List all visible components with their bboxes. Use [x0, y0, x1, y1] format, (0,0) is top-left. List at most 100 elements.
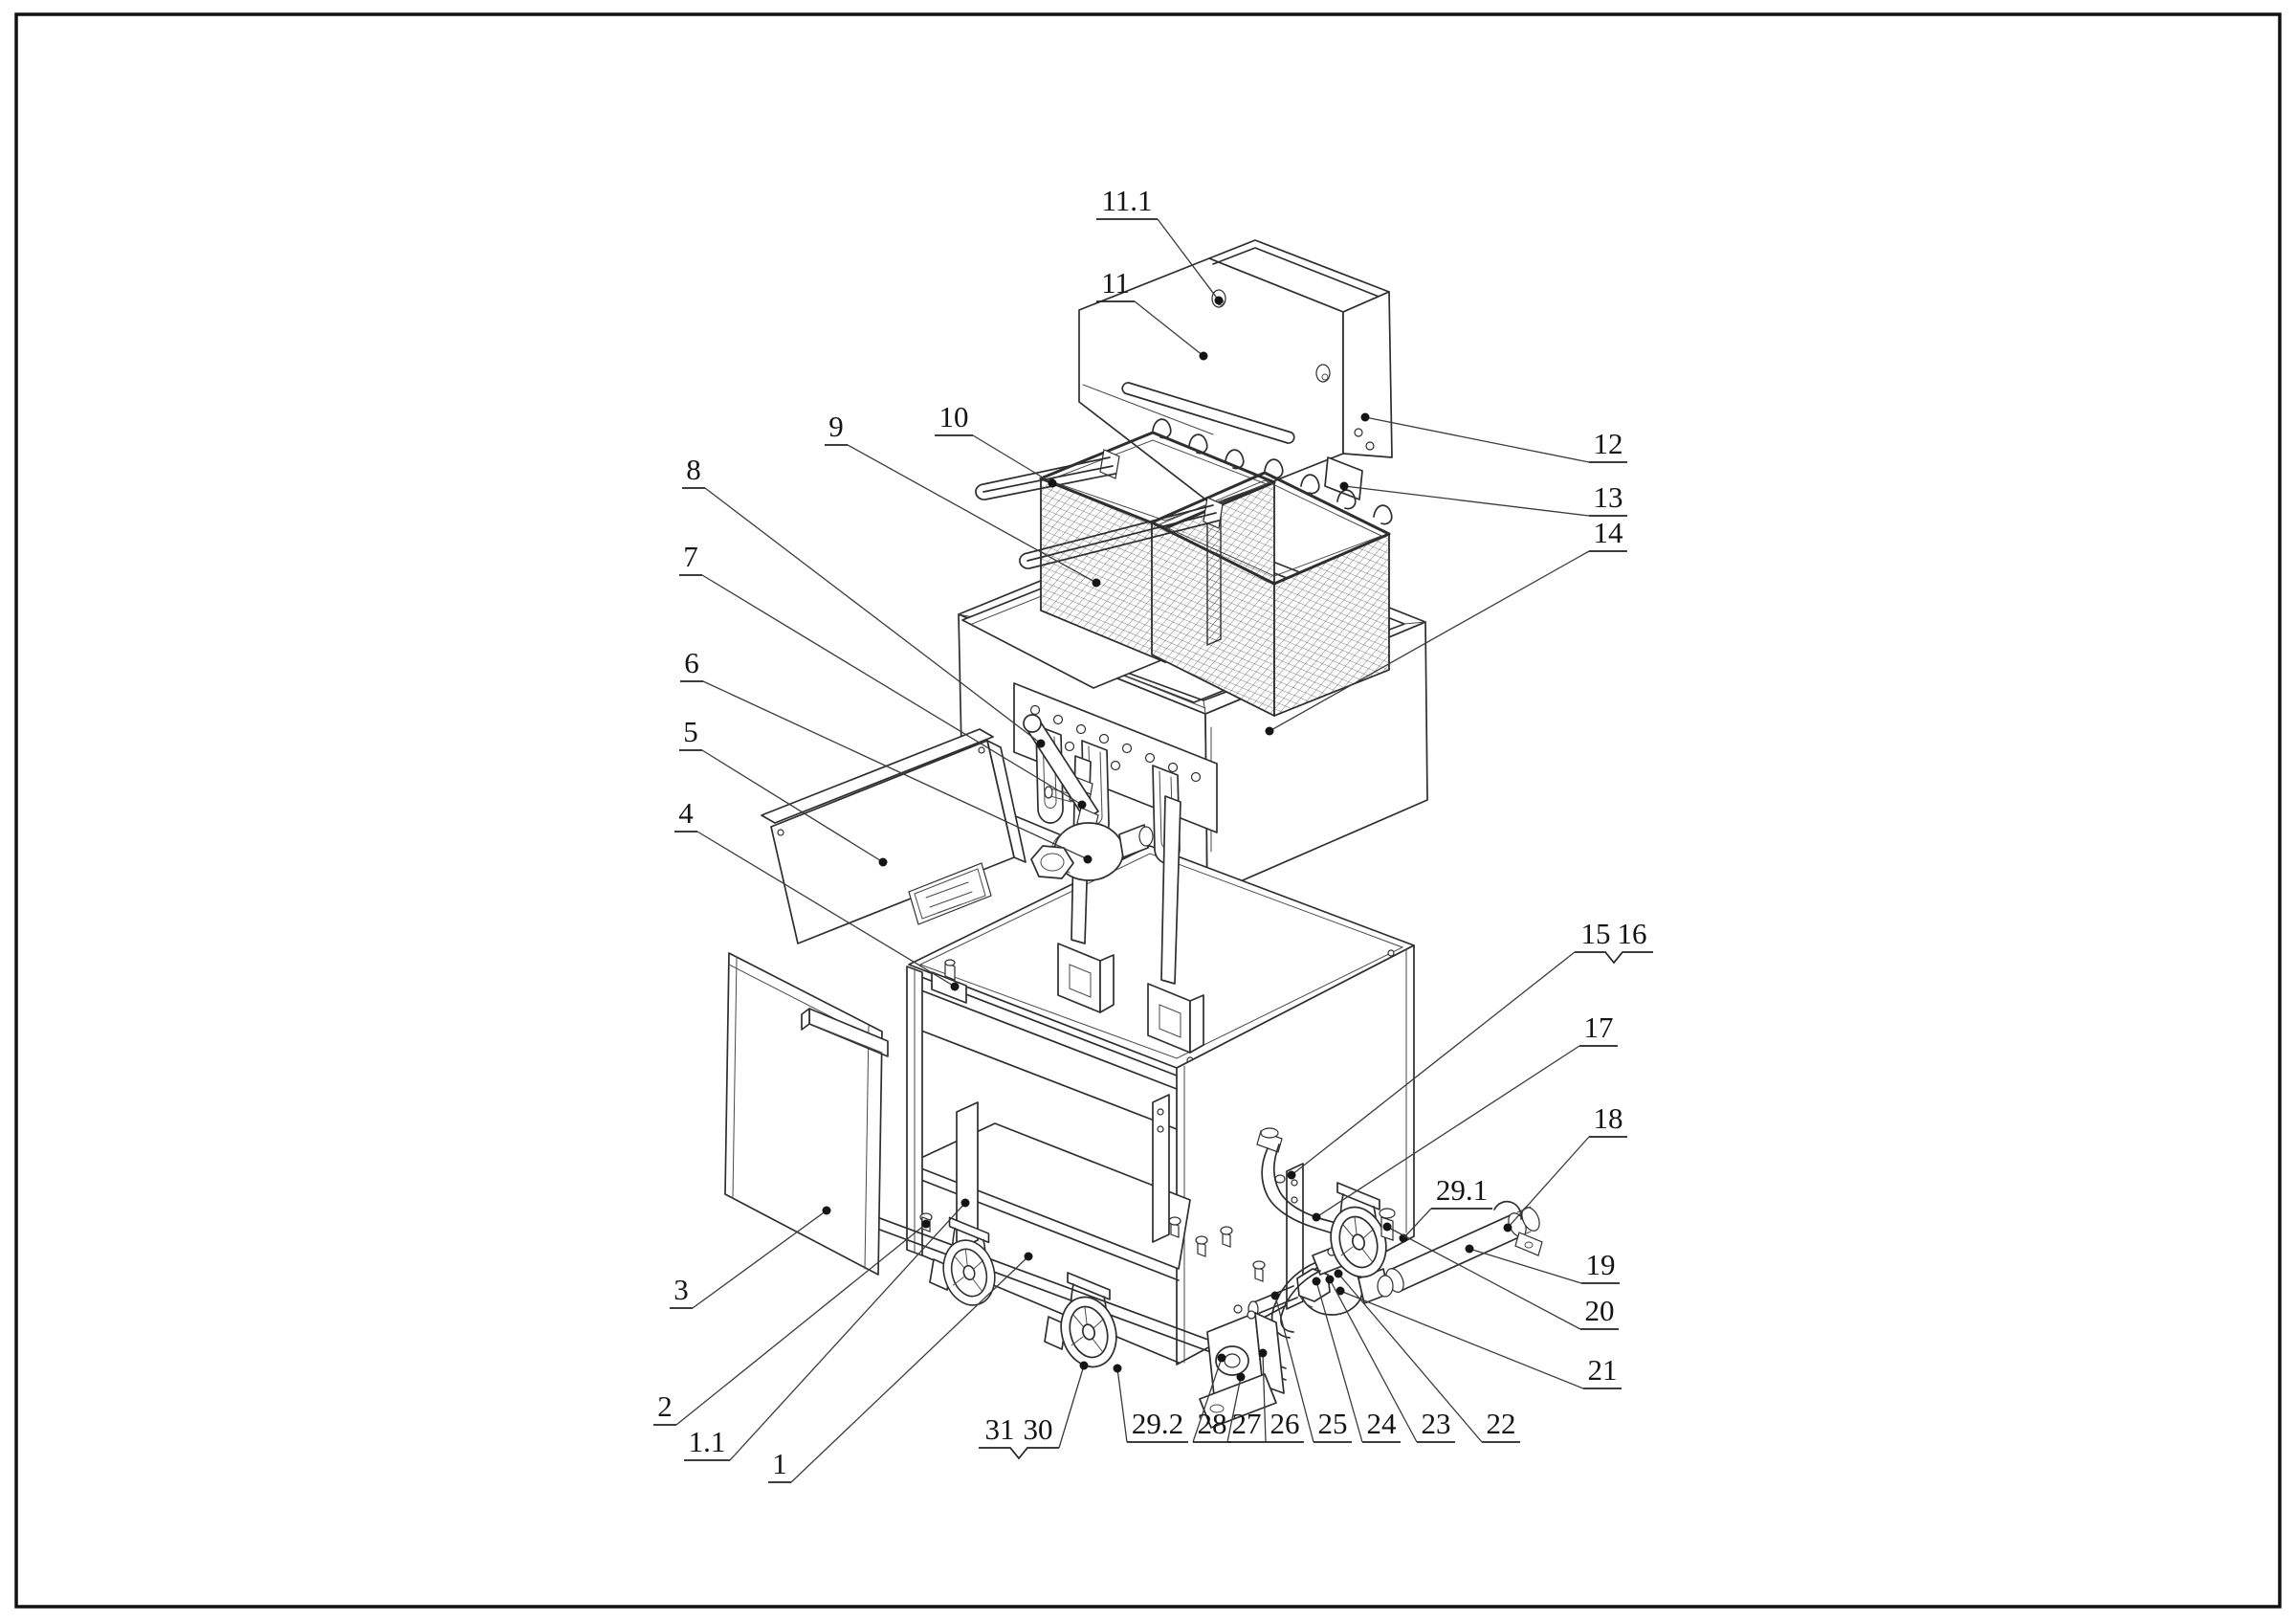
- callout-7: 7: [679, 540, 1087, 810]
- leader-dot: [1092, 578, 1101, 588]
- callout-13: 13: [1339, 480, 1627, 517]
- leader-dot: [1048, 478, 1057, 488]
- leader-line: [847, 444, 1097, 584]
- callout-31-30: 31 30: [979, 1361, 1089, 1460]
- leader-dot: [878, 857, 888, 867]
- leader-line: [701, 574, 1083, 806]
- part-number: 29.2: [1132, 1407, 1183, 1440]
- callout-28: 28: [1192, 1353, 1231, 1443]
- leader-line: [790, 1255, 1029, 1483]
- callout-18: 18: [1503, 1101, 1627, 1232]
- callout-12: 12: [1360, 412, 1627, 463]
- leader-line: [1157, 218, 1220, 301]
- leader-line: [1507, 1136, 1590, 1229]
- callout-10: 10: [935, 400, 1057, 488]
- leader-dot: [1113, 1364, 1122, 1373]
- callout-9: 9: [825, 410, 1101, 588]
- rail-bolt: [1252, 1260, 1266, 1282]
- door-handle: [801, 1008, 889, 1057]
- callout-3: 3: [670, 1206, 831, 1309]
- part-number: 18: [1594, 1101, 1623, 1135]
- leader-line: [1291, 951, 1576, 1176]
- basket-handle-front: [1019, 504, 1220, 569]
- leader-line: [1134, 300, 1204, 357]
- callout-24: 24: [1312, 1277, 1401, 1443]
- part-number: 19: [1586, 1248, 1616, 1281]
- part-number: 21: [1588, 1353, 1618, 1387]
- part-number: 2: [657, 1389, 673, 1423]
- leader-dot: [1217, 1353, 1226, 1363]
- callout-1: 1: [768, 1252, 1033, 1483]
- leader-line: [675, 1223, 927, 1426]
- part-number: 9: [828, 410, 844, 443]
- part-number: 1.1: [689, 1425, 726, 1458]
- leader-line: [704, 487, 1042, 744]
- leader-dot: [822, 1206, 831, 1215]
- label-bracket: [1575, 951, 1653, 965]
- part-number: 10: [939, 400, 969, 433]
- leader-dot: [1339, 481, 1349, 491]
- part-number: 14: [1594, 516, 1624, 549]
- mount-strap: [956, 1101, 979, 1251]
- leader-dot: [1325, 1275, 1335, 1284]
- part-number: 26: [1270, 1407, 1300, 1440]
- part-number: 22: [1487, 1407, 1516, 1440]
- support-strap-a: [1152, 1094, 1170, 1243]
- callout-1.1: 1.1: [684, 1198, 970, 1461]
- hinge-bracket: [931, 959, 967, 1004]
- leader-line: [1337, 1273, 1483, 1443]
- leader-dot: [1079, 1361, 1089, 1370]
- leader-line: [1339, 1290, 1584, 1389]
- leader-dot: [1214, 296, 1224, 305]
- leader-dot: [1024, 1252, 1033, 1261]
- part-number: 5: [683, 715, 698, 748]
- component-bracket-box: [1199, 1304, 1285, 1429]
- callout-21: 21: [1336, 1286, 1622, 1389]
- part-number: 28: [1198, 1407, 1227, 1440]
- leader-line: [1468, 1248, 1582, 1284]
- callout-4: 4: [674, 796, 960, 991]
- leader-line: [1315, 1280, 1363, 1443]
- leader-dot: [1083, 855, 1093, 864]
- part-number: 17: [1584, 1010, 1614, 1044]
- drain-valve-cluster: [1247, 1241, 1394, 1339]
- part-number: 20: [1585, 1294, 1615, 1327]
- caster-front-right: [1044, 1272, 1125, 1375]
- sheet-border: [14, 12, 2282, 1609]
- caster-front-left: [929, 1216, 1004, 1313]
- leader-dot: [1312, 1212, 1321, 1222]
- part-number: 4: [678, 796, 694, 830]
- leader-line: [1269, 550, 1590, 732]
- part-number: 6: [684, 646, 699, 679]
- cabinet-door: [724, 952, 889, 1276]
- leader-dot: [1336, 1286, 1345, 1296]
- callout-8: 8: [682, 453, 1046, 748]
- oil-return-pipe: [1256, 1127, 1344, 1236]
- leader-line: [1226, 1376, 1242, 1443]
- part-number: 1: [772, 1447, 787, 1480]
- callout-26: 26: [1258, 1348, 1304, 1443]
- leader-line: [1364, 416, 1590, 463]
- leader-line: [1343, 485, 1590, 517]
- callout-5: 5: [679, 715, 888, 867]
- part-number: 11.1: [1101, 184, 1152, 217]
- control-panel: [761, 728, 1027, 944]
- leader-line: [1262, 1352, 1267, 1443]
- leader-line: [1315, 1045, 1580, 1218]
- leader-line: [696, 831, 956, 988]
- leader-line: [1386, 1226, 1581, 1330]
- callout-29.2: 29.2: [1113, 1364, 1188, 1443]
- brand-plate: [908, 862, 992, 925]
- leader-line: [729, 1202, 966, 1461]
- leader-dot: [1287, 1170, 1296, 1180]
- part-number: 30: [1024, 1412, 1053, 1446]
- leader-line: [692, 1210, 828, 1309]
- callout-23: 23: [1325, 1275, 1455, 1443]
- leader-line: [1329, 1278, 1418, 1443]
- leader-dot: [950, 982, 960, 991]
- part-number: 31: [985, 1412, 1015, 1446]
- part-number: 15: [1581, 917, 1611, 950]
